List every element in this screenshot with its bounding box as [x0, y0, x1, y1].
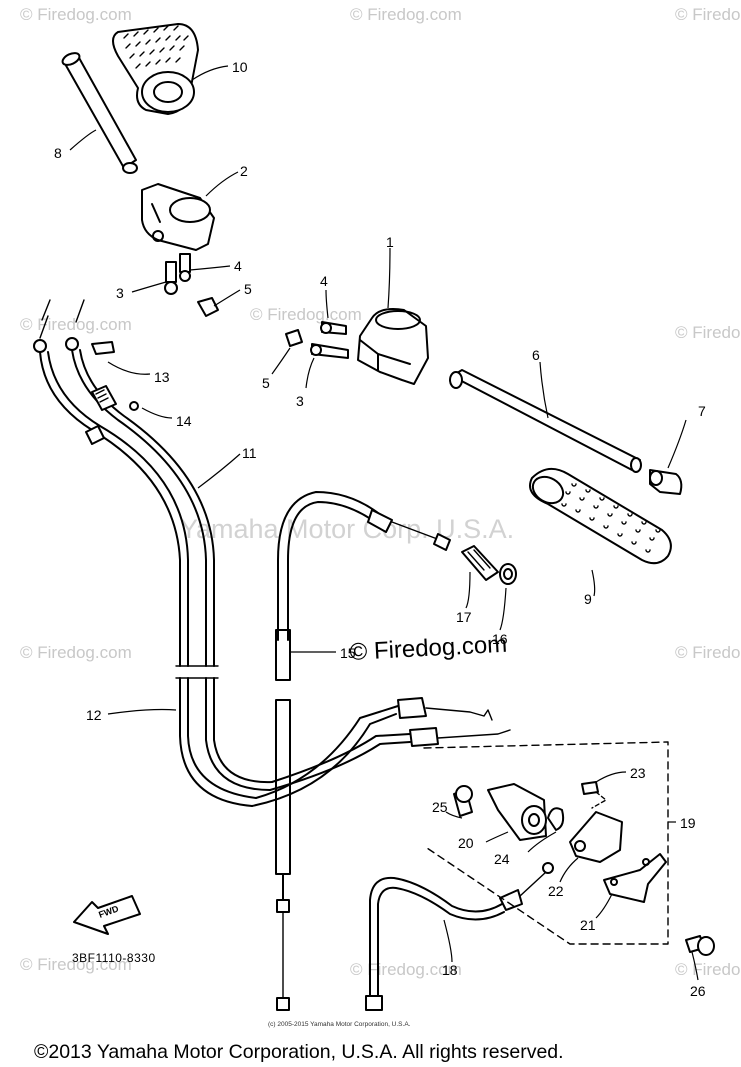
watermark-yamaha: Yamaha Motor Corp. U.S.A. [180, 514, 514, 544]
part-grip-left [529, 467, 672, 565]
callout-12: 12 [86, 707, 102, 723]
callout-10: 10 [232, 59, 248, 75]
part-screws-upper [164, 253, 219, 317]
callout-5: 5 [244, 281, 252, 297]
watermark-firedog: © Firedog.com [675, 5, 741, 24]
callout-3: 3 [116, 285, 124, 301]
callout-3-right: 3 [296, 393, 304, 409]
watermark-firedog: © Firedog.com [250, 305, 362, 324]
part-throttle-housing [141, 183, 215, 251]
watermark-firedog: © Firedog.com [350, 5, 462, 24]
part-bar-end [649, 469, 683, 495]
callout-22: 22 [548, 883, 564, 899]
callout-20: 20 [458, 835, 474, 851]
watermark-firedog-bold: © Firedog.com [349, 631, 508, 666]
part-choke-lever [453, 781, 715, 956]
callout-24: 24 [494, 851, 510, 867]
callout-2: 2 [240, 163, 248, 179]
callout-9: 9 [584, 591, 592, 607]
callout-21: 21 [580, 917, 596, 933]
throttle-cables [33, 299, 511, 807]
part-handlebar-tube [449, 369, 642, 473]
watermark-firedog: © Firedog.com [20, 643, 132, 662]
part-adjuster [461, 545, 517, 585]
diagram-code: 3BF1110-8330 [72, 951, 156, 965]
watermark-firedog: © Firedog.com [675, 323, 741, 342]
cable-18 [365, 862, 554, 1011]
callout-1: 1 [386, 234, 394, 250]
callout-19: 19 [680, 815, 696, 831]
callout-18: 18 [442, 962, 458, 978]
callout-11: 11 [242, 445, 257, 461]
watermark-firedog: © Firedog.com [20, 955, 132, 974]
choke-cable [275, 491, 451, 1011]
forward-arrow: FWD [73, 895, 141, 935]
watermark-layer: © Firedog.com © Firedog.com © Firedog.co… [20, 5, 741, 979]
callout-4-right: 4 [320, 273, 328, 289]
part-switch-housing [357, 308, 429, 385]
part-screws-right [285, 321, 349, 359]
part-throttle-grip [112, 23, 199, 115]
callout-8: 8 [54, 145, 62, 161]
callout-25: 25 [432, 799, 448, 815]
callout-16: 16 [492, 631, 508, 647]
watermark-firedog: © Firedog.com [20, 315, 132, 334]
callout-6: 6 [532, 347, 540, 363]
watermark-firedog: © Firedog.com [675, 960, 741, 979]
callout-23: 23 [630, 765, 646, 781]
callout-15: 15 [340, 645, 356, 661]
callout-17: 17 [456, 609, 472, 625]
part-throttle-tube [61, 52, 138, 174]
callout-5-right: 5 [262, 375, 270, 391]
callout-14: 14 [176, 413, 192, 429]
callout-4: 4 [234, 258, 242, 274]
footer-copyright: ©2013 Yamaha Motor Corporation, U.S.A. A… [34, 1041, 564, 1063]
small-copyright: (c) 2005-2015 Yamaha Motor Corporation, … [268, 1021, 411, 1028]
leader-lines [69, 65, 699, 981]
callout-numbers: 10 8 2 3 4 5 1 4 5 3 6 7 13 14 11 9 17 1… [54, 59, 706, 999]
watermark-firedog: © Firedog.com [20, 5, 132, 24]
callout-26: 26 [690, 983, 706, 999]
callout-7: 7 [698, 403, 706, 419]
choke-lever-assembly-box [423, 741, 669, 945]
watermark-firedog: © Firedog.com [675, 643, 741, 662]
callout-13: 13 [154, 369, 170, 385]
